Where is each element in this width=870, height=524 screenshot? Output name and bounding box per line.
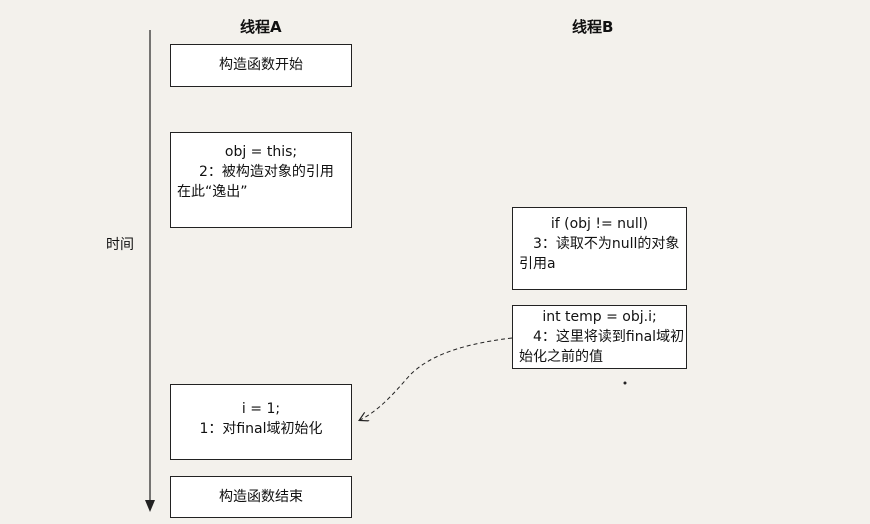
constructor-end-label: 构造函数结束 (219, 489, 303, 505)
happens-arrow (360, 337, 513, 420)
read-field-box: int temp = obj.i; 4：这里将读到final域初 始化之前的值 (512, 305, 687, 369)
dot-mark (623, 381, 627, 385)
read-field-code: int temp = obj.i; (542, 309, 657, 325)
escape-desc-line2: 在此“逸出” (177, 184, 248, 200)
thread-b-title: 线程B (572, 18, 614, 36)
read-field-desc-line2: 始化之前的值 (519, 349, 603, 365)
escape-box: obj = this; 2：被构造对象的引用 在此“逸出” (170, 132, 352, 228)
constructor-start-box: 构造函数开始 (170, 44, 352, 87)
read-ref-code: if (obj != null) (550, 216, 649, 232)
read-ref-desc-line1: 3：读取不为null的对象 (533, 236, 680, 252)
timeline-label: 时间 (106, 237, 134, 253)
final-init-desc: 1：对final域初始化 (199, 421, 323, 437)
read-ref-box: if (obj != null) 3：读取不为null的对象 引用a (512, 207, 687, 290)
constructor-start-label: 构造函数开始 (219, 57, 303, 73)
read-ref-desc-line2: 引用a (519, 256, 556, 272)
timeline-arrowhead (145, 500, 155, 512)
escape-code: obj = this; (224, 144, 298, 160)
final-init-box: i = 1; 1：对final域初始化 (170, 384, 352, 460)
thread-a-title: 线程A (240, 18, 282, 36)
read-field-desc-line1: 4：这里将读到final域初 (533, 329, 685, 345)
escape-desc-line1: 2：被构造对象的引用 (199, 164, 334, 180)
final-init-code: i = 1; (241, 401, 281, 417)
constructor-end-box: 构造函数结束 (170, 476, 352, 518)
